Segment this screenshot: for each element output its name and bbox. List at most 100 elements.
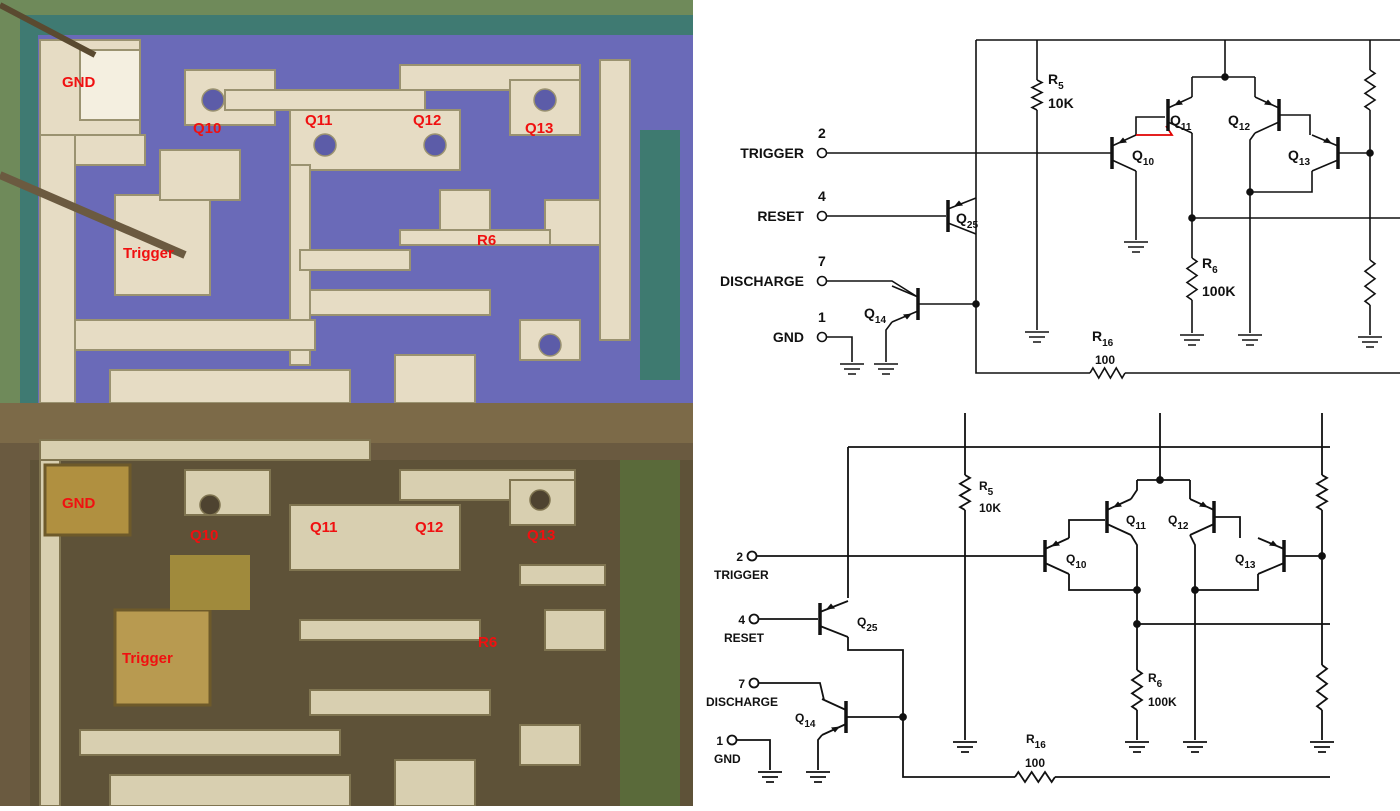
label-q12-prefix: Q	[1228, 112, 1239, 128]
wire	[847, 637, 1015, 778]
label-q14: Q14	[864, 305, 886, 326]
label-r6-subscript: 6	[1212, 265, 1218, 276]
label-r16-subscript: 16	[1035, 740, 1047, 751]
ground-icon	[840, 363, 864, 375]
label-q11: Q11	[1126, 513, 1146, 532]
junction-dot	[1133, 586, 1141, 594]
label-r6: R6	[1202, 255, 1218, 276]
pin-trigger-number: 2	[818, 125, 826, 141]
wire	[1195, 574, 1259, 591]
wire	[1279, 114, 1311, 135]
label-q14-subscript: 14	[804, 719, 816, 730]
schematic-bottom: 2TRIGGER4RESET7DISCHARGE1GNDQ25Q14R510KQ…	[706, 413, 1334, 784]
label-q11-subscript: 11	[1181, 122, 1192, 133]
die-photo-top: GND Q10 Q11 Q12 Q13 Trigger R6	[0, 0, 693, 404]
transistor-lead	[1044, 562, 1070, 575]
label-q12-prefix: Q	[1168, 513, 1177, 527]
die-label-q10: Q10	[190, 527, 218, 544]
probe-needle	[0, 2, 97, 58]
die-label-q11: Q11	[305, 112, 333, 129]
pin-terminal	[726, 734, 738, 746]
die-label-q13: Q13	[527, 527, 555, 544]
emitter-arrow	[1113, 501, 1122, 508]
label-r5-value: 10K	[979, 501, 1001, 515]
emitter-arrow	[1118, 137, 1127, 144]
label-q14-subscript: 14	[875, 315, 887, 326]
transistor-lead	[891, 285, 919, 298]
transistor-lead	[1311, 159, 1339, 172]
pin-terminal	[746, 550, 758, 562]
transistor-lead	[947, 197, 977, 210]
label-q12-subscript: 12	[1177, 521, 1189, 532]
emitter-arrow	[831, 726, 840, 733]
pin-terminal	[816, 210, 828, 222]
label-q25-prefix: Q	[956, 210, 967, 226]
die-label-r6: R6	[477, 232, 496, 249]
pin-gnd-label: GND	[773, 329, 804, 345]
label-q25: Q25	[857, 615, 878, 634]
ground-icon	[806, 771, 830, 783]
label-r16-value: 100	[1095, 353, 1115, 367]
wire	[759, 682, 825, 701]
ground-icon	[1310, 741, 1334, 753]
pin-terminal	[748, 677, 760, 689]
label-r6: R6	[1148, 671, 1163, 690]
wire	[1189, 534, 1196, 740]
pin-terminal	[816, 147, 828, 159]
wire	[975, 40, 1090, 374]
label-r6-prefix: R	[1148, 671, 1157, 685]
ground-icon	[1238, 334, 1262, 346]
ground-icon	[1025, 331, 1049, 343]
transistor-lead	[1257, 562, 1285, 575]
wire	[827, 336, 853, 362]
label-r16-prefix: R	[1092, 328, 1102, 344]
die-label-gnd: GND	[62, 495, 96, 512]
transistor-lead	[1106, 523, 1132, 536]
ground-icon	[953, 741, 977, 753]
transistor-lead	[947, 222, 977, 235]
emitter-arrow	[826, 603, 835, 610]
wire	[737, 739, 771, 770]
pin-gnd-number: 1	[716, 734, 723, 748]
wire	[1135, 116, 1165, 135]
pin-terminal	[816, 275, 828, 287]
wire	[1068, 574, 1137, 591]
transistor-lead	[819, 625, 849, 638]
pin-discharge-number: 7	[818, 253, 826, 269]
pin-gnd-label: GND	[714, 752, 741, 766]
die-label-trigger: Trigger	[123, 245, 174, 262]
label-q11-prefix: Q	[1126, 513, 1135, 527]
label-q13-prefix: Q	[1288, 147, 1299, 163]
ground-icon	[758, 771, 782, 783]
pin-discharge-label: DISCHARGE	[720, 273, 804, 289]
schematic-top: 2TRIGGER4RESET7DISCHARGE1GNDQ25Q14R510KQ…	[720, 39, 1400, 380]
label-q14-prefix: Q	[795, 711, 804, 725]
ground-icon	[874, 363, 898, 375]
label-q13-prefix: Q	[1235, 552, 1244, 566]
label-r6-value: 100K	[1202, 283, 1235, 299]
label-r5-prefix: R	[979, 479, 988, 493]
pin-terminal	[748, 613, 760, 625]
transistor-lead	[1254, 121, 1280, 134]
emitter-arrow	[1269, 540, 1278, 547]
label-q25-prefix: Q	[857, 615, 866, 629]
pin-trigger-number: 2	[736, 550, 743, 564]
label-q13: Q13	[1288, 147, 1310, 168]
ground-icon	[1124, 241, 1148, 253]
label-q11-subscript: 11	[1135, 521, 1146, 532]
wire	[1130, 534, 1138, 670]
transistor-lead	[1167, 121, 1193, 134]
label-r5: R5	[1048, 71, 1064, 92]
label-r5: R5	[979, 479, 994, 498]
transistor-lead	[819, 600, 849, 613]
resistor-symbol	[1089, 366, 1126, 380]
pin-discharge-label: DISCHARGE	[706, 695, 778, 709]
resistor-symbol	[1315, 664, 1329, 711]
wire	[1249, 132, 1256, 333]
label-q12: Q12	[1168, 513, 1189, 532]
die-photo-bottom: GND Q10 Q11 Q12 Q13 Trigger R6	[0, 403, 693, 807]
label-r5-subscript: 5	[1058, 81, 1064, 92]
pin-reset-label: RESET	[724, 631, 765, 645]
die-label-gnd: GND	[62, 74, 96, 91]
emitter-arrow	[1174, 99, 1183, 106]
